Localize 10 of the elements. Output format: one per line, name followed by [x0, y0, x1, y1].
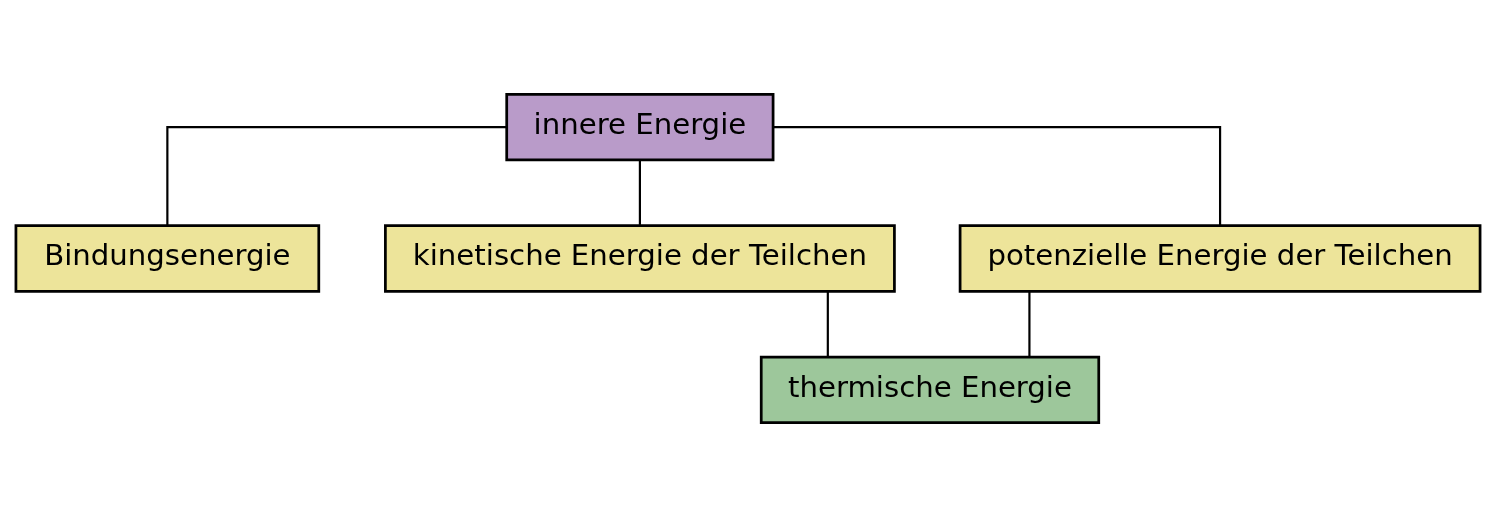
node-box: kinetische Energie der Teilchen — [384, 224, 896, 293]
connector — [773, 126, 1222, 226]
connector — [638, 160, 641, 225]
node-box: thermische Energie — [759, 355, 1101, 425]
node-box: potenzielle Energie der Teilchen — [958, 224, 1482, 293]
connector — [166, 126, 507, 226]
node-box: innere Energie — [505, 92, 775, 162]
connector — [826, 291, 829, 357]
node-box: Bindungsenergie — [14, 224, 321, 293]
connector — [1028, 291, 1031, 357]
